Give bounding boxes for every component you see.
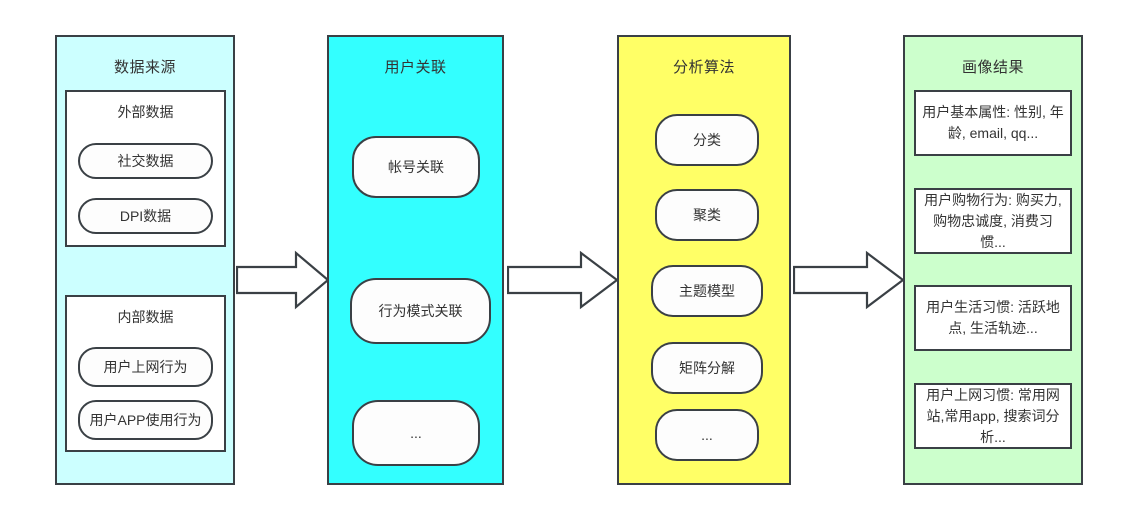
- result-card-life-habits[interactable]: 用户生活习惯: 活跃地点, 生活轨迹...: [914, 285, 1072, 351]
- arrow-source-to-association: [236, 250, 330, 310]
- item-algorithm-more[interactable]: ...: [655, 409, 759, 461]
- item-social-data[interactable]: 社交数据: [78, 143, 213, 179]
- item-user-app-behavior[interactable]: 用户APP使用行为: [78, 400, 213, 440]
- item-account-association[interactable]: 帐号关联: [352, 136, 480, 198]
- column-title-analysis-algorithm: 分析算法: [672, 59, 735, 76]
- column-title-profile-result: 画像结果: [961, 59, 1024, 76]
- item-matrix-factorization[interactable]: 矩阵分解: [651, 342, 763, 394]
- column-title-data-source: 数据来源: [113, 59, 176, 76]
- column-title-user-association: 用户关联: [384, 59, 447, 76]
- result-card-shopping-behavior[interactable]: 用户购物行为: 购买力,购物忠诚度, 消费习惯...: [914, 188, 1072, 254]
- group-title-internal-data: 内部数据: [117, 309, 174, 325]
- item-user-web-behavior[interactable]: 用户上网行为: [78, 347, 213, 387]
- item-topic-model[interactable]: 主题模型: [651, 265, 763, 317]
- arrow-algorithm-to-result: [793, 250, 905, 310]
- result-card-basic-attributes[interactable]: 用户基本属性: 性别, 年龄, email, qq...: [914, 90, 1072, 156]
- item-clustering[interactable]: 聚类: [655, 189, 759, 241]
- item-classification[interactable]: 分类: [655, 114, 759, 166]
- right-arrow-icon: [793, 250, 905, 310]
- result-card-online-habits[interactable]: 用户上网习惯: 常用网站,常用app, 搜索词分析...: [914, 383, 1072, 449]
- arrow-association-to-algorithm: [507, 250, 619, 310]
- item-behavior-pattern-association[interactable]: 行为模式关联: [350, 278, 491, 344]
- item-association-more[interactable]: ...: [352, 400, 480, 466]
- right-arrow-icon: [507, 250, 619, 310]
- item-dpi-data[interactable]: DPI数据: [78, 198, 213, 234]
- right-arrow-icon: [236, 250, 330, 310]
- group-title-external-data: 外部数据: [117, 104, 174, 120]
